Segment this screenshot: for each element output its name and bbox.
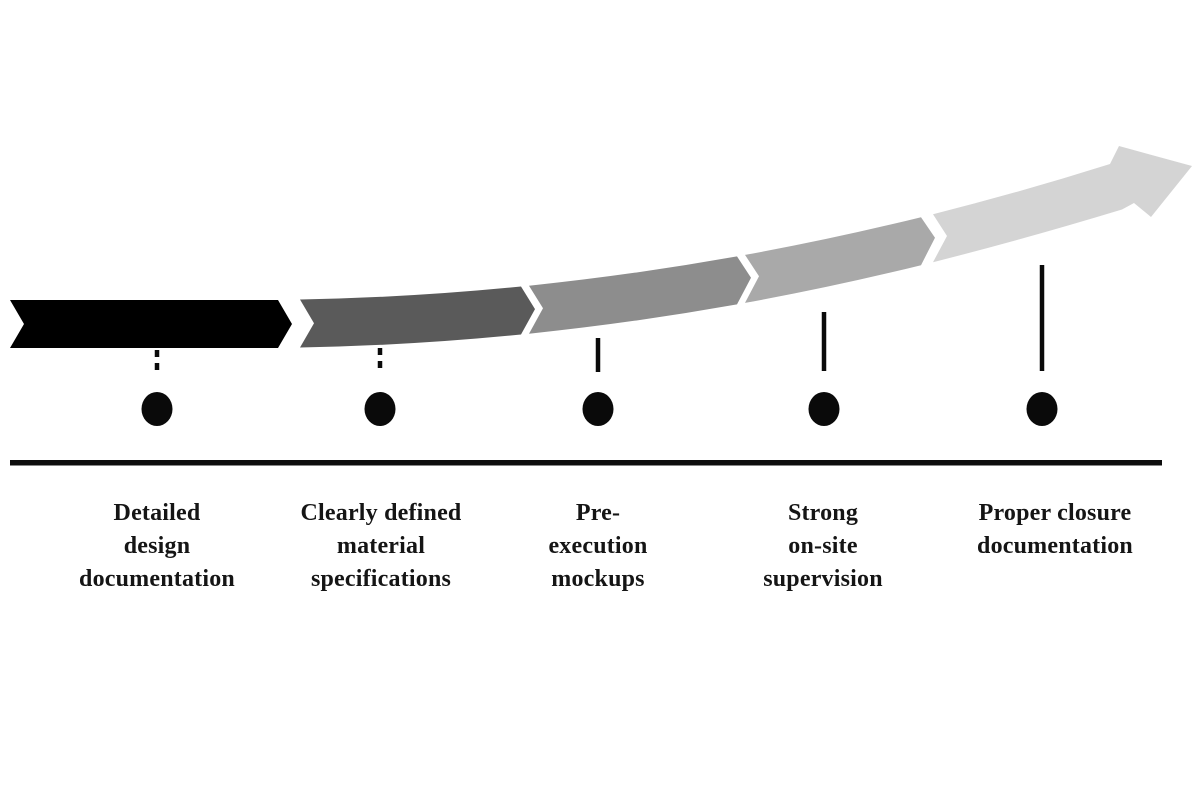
stage-arrow-segment-4 xyxy=(745,217,935,303)
stage-arrow-segment-2 xyxy=(300,286,535,348)
timeline-baseline xyxy=(10,460,1162,466)
timeline-dot-2 xyxy=(364,392,396,426)
stage-labels-row: Detailed design documentation Clearly de… xyxy=(0,497,1200,627)
timeline-dot-5 xyxy=(1026,392,1058,426)
stage-label-1: Detailed design documentation xyxy=(79,500,235,592)
stage-label-2: Clearly defined material specifications xyxy=(300,500,462,592)
stage-label-5: Proper closure documentation xyxy=(977,500,1133,559)
stage-arrow-segment-1 xyxy=(10,300,292,348)
timeline-dot-1 xyxy=(141,392,173,426)
timeline-dot-4 xyxy=(808,392,840,426)
timeline-dot-3 xyxy=(582,392,614,426)
stage-arrow-segment-5-with-arrowhead-icon xyxy=(933,146,1192,263)
stage-arrow-segment-3 xyxy=(529,256,751,334)
stage-label-4: Strong on-site supervision xyxy=(763,500,883,592)
stage-label-3: Pre- execution mockups xyxy=(548,500,648,592)
